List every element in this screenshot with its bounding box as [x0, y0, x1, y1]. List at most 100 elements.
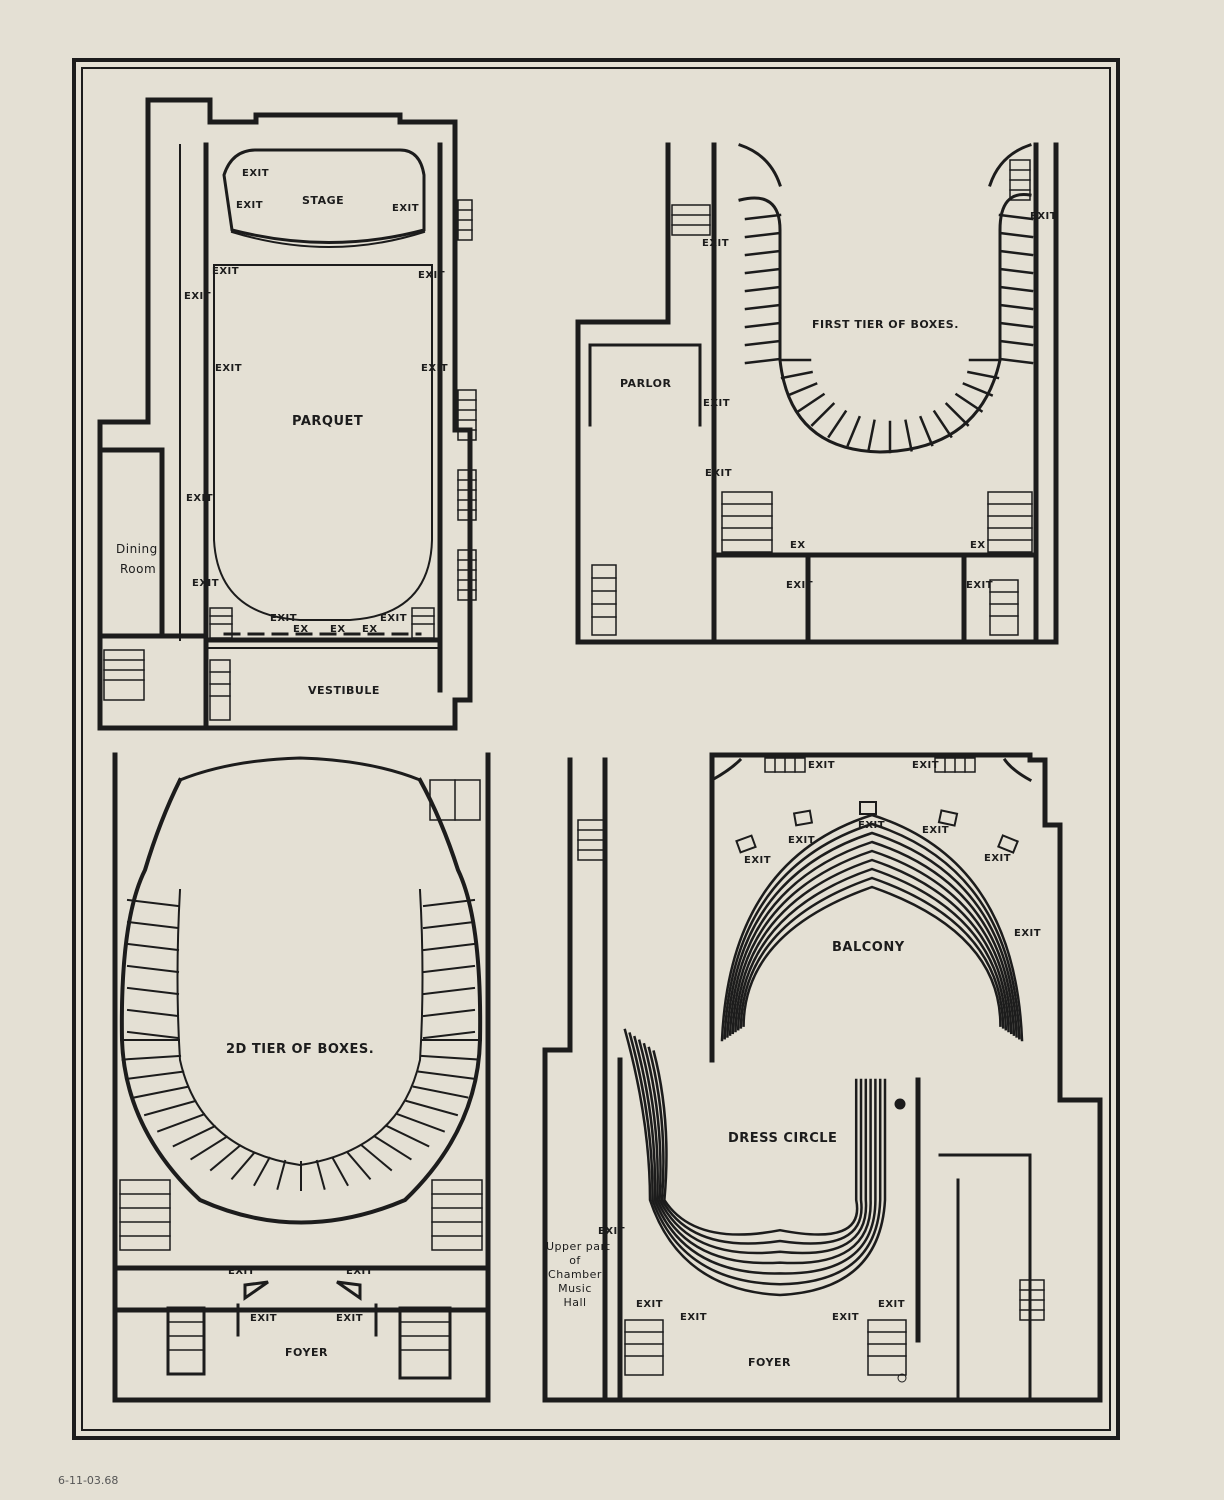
box-partition — [126, 898, 180, 908]
box-partition — [744, 357, 782, 365]
box-partition — [143, 1099, 197, 1117]
exit-label: EXIT — [1014, 928, 1042, 939]
first-tier-plan — [575, 142, 1059, 645]
exit-label: EXIT — [346, 1266, 374, 1277]
box-partition — [422, 986, 476, 996]
inner-frame — [81, 67, 1111, 1431]
box-partition — [422, 1030, 476, 1040]
exit-label: EXIT — [421, 363, 449, 374]
box-partition — [998, 339, 1034, 347]
balcony-exit-boxes — [735, 801, 1019, 854]
box-partition — [744, 339, 782, 347]
box-partition — [412, 1085, 469, 1099]
box-partition — [422, 898, 476, 908]
box-partition — [918, 415, 934, 447]
box-partition — [126, 942, 180, 952]
box-partition — [932, 409, 953, 439]
balcony-row — [736, 867, 1008, 1031]
box-partition — [744, 267, 782, 275]
box-partition — [744, 303, 782, 311]
exit-label: EXIT — [392, 203, 420, 214]
exit-label: EXIT — [680, 1312, 708, 1323]
box-partition — [373, 1135, 412, 1161]
exit-label: EXIT — [922, 825, 950, 836]
box-partition — [126, 986, 180, 996]
second-tier-stairs — [119, 779, 483, 1380]
box-partition — [827, 409, 848, 439]
box-partition — [315, 1159, 326, 1190]
box-partition — [405, 1099, 459, 1117]
ex-label: EX — [293, 624, 309, 635]
box-partition — [998, 231, 1034, 239]
dining-room-label-line1: Dining — [116, 542, 158, 556]
box-partition — [786, 382, 818, 397]
balcony-row — [734, 858, 1010, 1033]
box-partition — [796, 392, 826, 413]
exit-label: EXIT — [744, 855, 772, 866]
box-partition — [253, 1156, 271, 1187]
dress-circle-seating-rows — [623, 1028, 887, 1297]
exit-label: EXIT — [242, 168, 270, 179]
box-partition — [904, 419, 913, 452]
stage-outline — [222, 148, 426, 244]
parquet-floor — [213, 264, 433, 621]
exit-label: EXIT — [192, 578, 220, 589]
first-tier-title: FIRST TIER OF BOXES. — [812, 318, 959, 331]
chamber-note-line: of — [569, 1254, 581, 1267]
balcony-row — [728, 840, 1016, 1036]
dining-room-label-line2: Room — [120, 562, 157, 576]
dress-circle-row — [628, 1032, 882, 1286]
box-partition — [744, 231, 782, 239]
exit-label: EXIT — [598, 1226, 626, 1237]
dress-circle-row — [637, 1039, 872, 1265]
exit-label: EXIT — [832, 1312, 860, 1323]
box-partition — [422, 1008, 476, 1018]
box-partition — [810, 402, 836, 427]
box-partition — [998, 321, 1034, 329]
exit-label: EXIT — [380, 613, 408, 624]
balcony-stairs — [577, 757, 1045, 1376]
box-partition — [276, 1159, 287, 1190]
box-partition — [422, 964, 476, 974]
box-partition — [966, 370, 1000, 380]
exit-label: EXIT — [705, 468, 733, 479]
exit-label: EXIT — [808, 760, 836, 771]
second-tier-title: 2D TIER OF BOXES. — [226, 1042, 375, 1057]
balcony-label: BALCONY — [832, 940, 905, 955]
second-tier-ring — [119, 777, 483, 1225]
archive-margin-note: 6-11-03.68 — [58, 1474, 119, 1487]
balcony-plan — [542, 752, 1103, 1403]
balcony-row — [739, 876, 1005, 1029]
exit-label: EXIT — [912, 760, 940, 771]
parquet-label: PARQUET — [292, 414, 364, 429]
box-partition — [126, 1008, 180, 1018]
dress-circle-row — [642, 1042, 868, 1255]
ex-label: EX — [330, 624, 346, 635]
box-partition — [780, 370, 814, 380]
box-partition — [156, 1112, 206, 1133]
box-partition — [209, 1144, 242, 1172]
box-partition — [126, 1070, 185, 1080]
box-partition — [846, 415, 862, 447]
balcony-row — [742, 885, 1002, 1027]
chamber-note-line: Hall — [563, 1296, 587, 1309]
exit-label: EXIT — [250, 1313, 278, 1324]
box-partition — [121, 1054, 182, 1061]
box-partition — [360, 1144, 393, 1172]
exit-label: EXIT — [336, 1313, 364, 1324]
chamber-note-line: Chamber — [548, 1268, 602, 1281]
box-partition — [944, 402, 970, 427]
exit-label: EXIT — [212, 266, 240, 277]
balcony-row — [723, 822, 1021, 1040]
chamber-note-line: Upper part — [546, 1240, 611, 1253]
exit-label: EXIT — [703, 398, 731, 409]
box-partition — [998, 285, 1034, 293]
box-partition — [346, 1151, 372, 1180]
box-partition — [172, 1124, 217, 1148]
exit-label: EXIT — [228, 1266, 256, 1277]
exit-label: EXIT — [858, 820, 886, 831]
box-partition — [190, 1135, 229, 1161]
box-partition — [998, 303, 1034, 311]
box-partition — [867, 419, 876, 452]
dress-circle-row — [647, 1046, 863, 1245]
